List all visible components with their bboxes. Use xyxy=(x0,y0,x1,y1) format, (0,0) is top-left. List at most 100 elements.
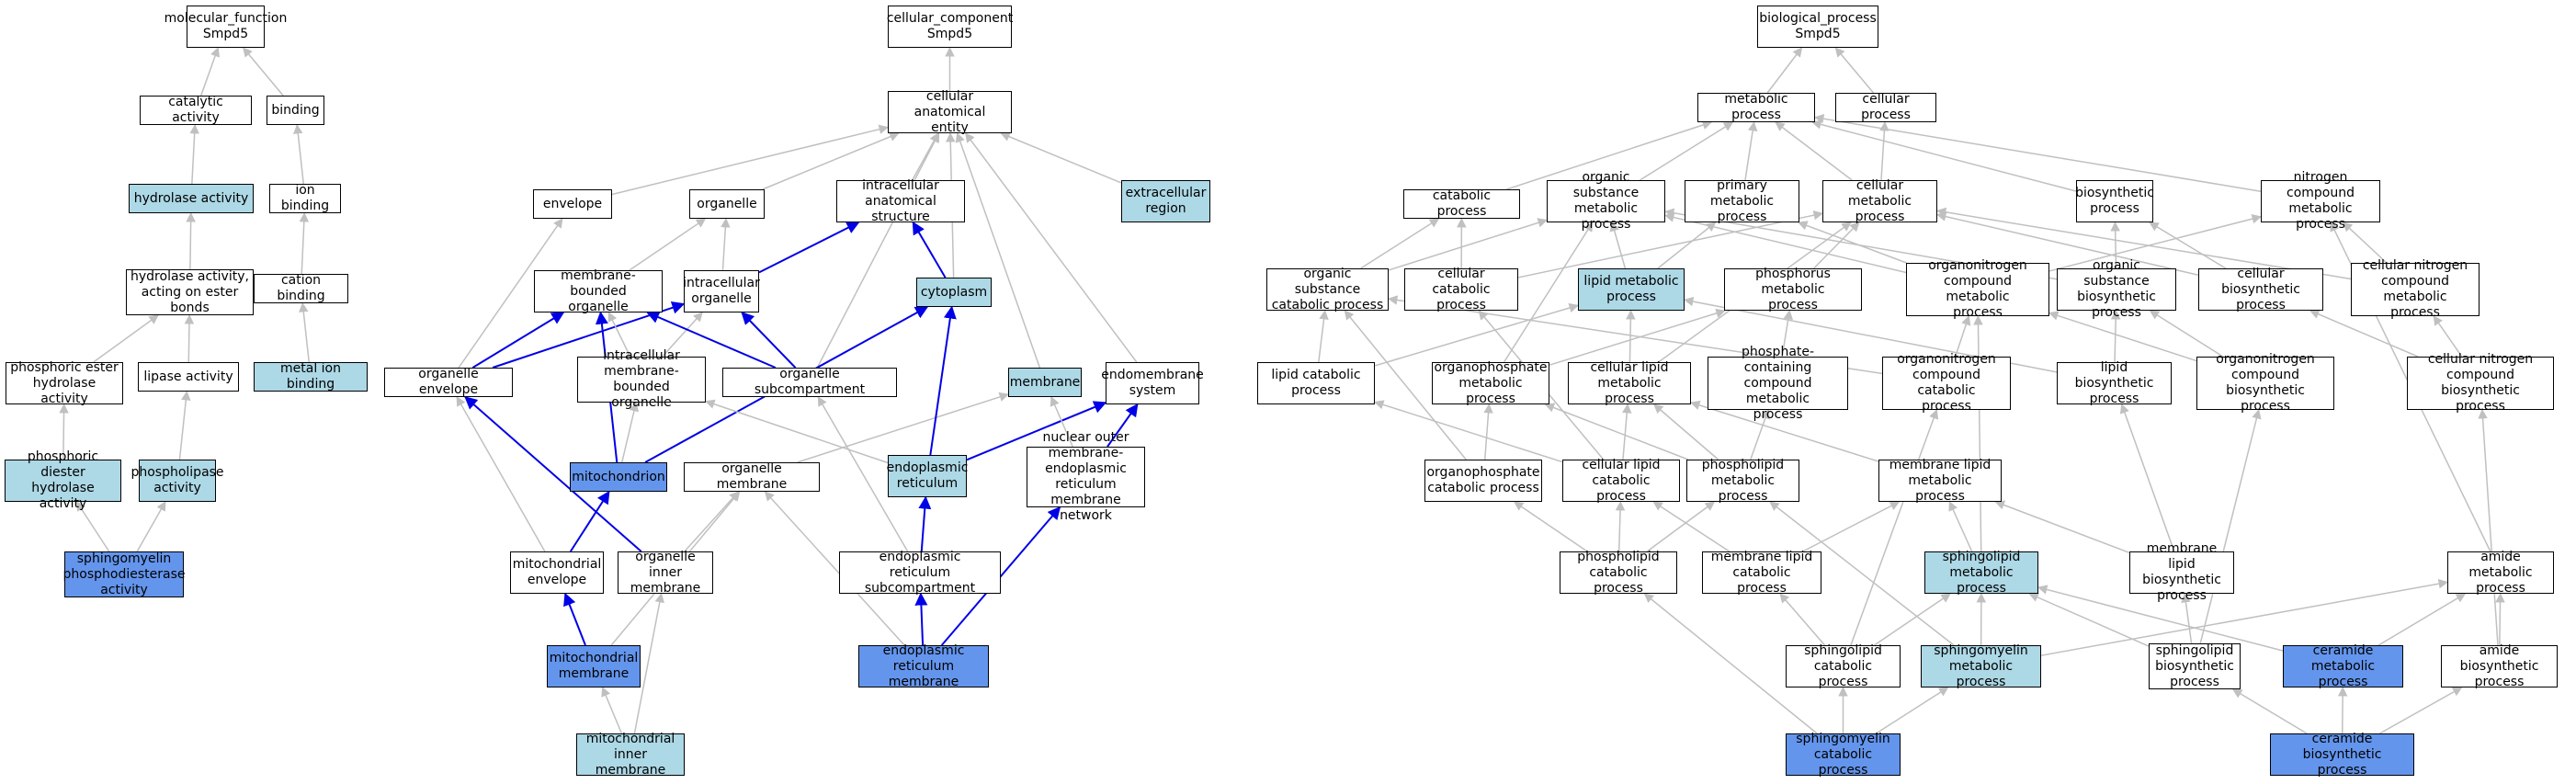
go-term-node: membrane xyxy=(1008,368,1082,397)
go-term-node: endomembrane system xyxy=(1101,362,1204,404)
is-a-edge xyxy=(2342,222,2388,264)
is-a-edge xyxy=(93,314,159,363)
go-term-node: organophosphate metabolic process xyxy=(1432,360,1549,406)
is-a-edge xyxy=(607,312,631,358)
go-term-node: cellular biosynthetic process xyxy=(2198,267,2323,312)
is-a-edge xyxy=(1657,222,1717,269)
go-term-node: ion binding xyxy=(269,183,341,213)
part-of-edge xyxy=(741,311,797,369)
part-of-edge xyxy=(758,222,860,274)
go-term-node: phosphoric ester hydrolase activity xyxy=(6,360,123,406)
is-a-edge xyxy=(1948,501,1973,552)
go-term-node: organelle subcompartment xyxy=(722,367,897,397)
is-a-edge xyxy=(601,687,623,734)
go-term-node: cellular metabolic process xyxy=(1822,178,1937,224)
is-a-edge xyxy=(1775,121,1853,181)
go-term-node: organelle inner membrane xyxy=(618,550,713,596)
go-term-node: phosphate-containing compound metabolic … xyxy=(1708,345,1848,422)
is-a-edge xyxy=(1517,210,1824,278)
is-a-edge xyxy=(1622,403,1632,460)
go-term-node: mitochondrial envelope xyxy=(510,551,604,594)
is-a-edge xyxy=(1879,120,1889,181)
is-a-edge xyxy=(243,47,284,97)
go-term-node: primary metabolic process xyxy=(1685,178,1799,224)
go-term-node: cellular process xyxy=(1835,92,1936,122)
go-term-node: phospholipid catabolic process xyxy=(1560,550,1677,596)
is-a-edge xyxy=(1344,310,1467,460)
go-term-node: intracellular anatomical structure xyxy=(836,178,965,224)
go-term-node: endoplasmic reticulum xyxy=(887,455,968,497)
go-term-node: phosphorus metabolic process xyxy=(1724,267,1862,312)
part-of-edge xyxy=(471,312,565,369)
go-term-node: phosphoric diester hydrolase activity xyxy=(5,449,121,511)
is-a-edge xyxy=(2199,408,2262,644)
go-term-node: amide metabolic process xyxy=(2447,550,2554,596)
go-term-node: membrane lipid biosynthetic process xyxy=(2129,541,2234,603)
is-a-edge xyxy=(1626,309,1636,363)
is-a-edge xyxy=(816,132,940,369)
is-a-edge xyxy=(293,123,304,185)
go-term-node: hydrolase activity, acting on ester bond… xyxy=(126,269,254,315)
go-term-node: organelle envelope xyxy=(384,367,513,397)
is-a-edge xyxy=(955,132,1041,369)
is-a-edge xyxy=(721,217,731,271)
go-term-node: cellular_component Smpd5 xyxy=(887,6,1013,48)
go-term-node: sphingolipid metabolic process xyxy=(1924,550,2038,596)
go-term-node: cellular catabolic process xyxy=(1404,267,1518,312)
go-term-node: cellular lipid metabolic process xyxy=(1568,360,1691,406)
go-term-node: organic substance metabolic process xyxy=(1547,170,1665,232)
go-term-node: intracellular organelle xyxy=(683,270,760,312)
is-a-edge xyxy=(1834,47,1875,94)
is-a-edge xyxy=(1935,207,2352,280)
is-a-edge xyxy=(1769,501,1955,646)
is-a-edge xyxy=(1513,501,1588,552)
is-a-edge xyxy=(1813,222,1860,269)
go-term-node: envelope xyxy=(533,189,612,219)
is-a-edge xyxy=(2231,688,2308,734)
go-term-node: mitochondrial membrane xyxy=(547,645,641,687)
is-a-edge xyxy=(1503,222,1594,363)
is-a-edge xyxy=(1954,315,1971,358)
go-term-node: sphingomyelin catabolic process xyxy=(1786,732,1901,778)
go-term-node: hydrolase activity xyxy=(129,184,254,213)
is-a-edge xyxy=(2040,578,2449,656)
go-term-node: organophosphate catabolic process xyxy=(1424,460,1542,502)
is-a-edge xyxy=(1876,687,1949,734)
is-a-edge xyxy=(1609,221,1627,269)
is-a-edge xyxy=(186,211,196,270)
go-term-node: cation binding xyxy=(254,273,348,303)
is-a-edge xyxy=(1000,131,1122,184)
go-term-node: endoplasmic reticulum membrane xyxy=(858,643,989,689)
part-of-edge xyxy=(918,495,932,552)
go-term-node: catabolic process xyxy=(1403,188,1520,219)
go-term-node: lipase activity xyxy=(138,362,239,392)
is-a-edge xyxy=(1802,501,1901,552)
go-term-node: endoplasmic reticulum subcompartment xyxy=(839,550,1001,596)
go-term-node: molecular_function Smpd5 xyxy=(165,6,287,48)
is-a-edge xyxy=(1652,501,1731,552)
is-a-edge xyxy=(1615,500,1626,552)
is-a-edge xyxy=(2181,592,2193,644)
go-term-node: metal ion binding xyxy=(254,361,368,392)
go-term-node: sphingolipid catabolic process xyxy=(1786,643,1901,689)
is-a-edge xyxy=(1506,119,1713,190)
go-term-node: organonitrogen compound metabolic proces… xyxy=(1906,258,2049,320)
is-a-edge xyxy=(1653,403,1719,460)
part-of-edge xyxy=(912,221,947,278)
is-a-edge xyxy=(2478,408,2499,646)
is-a-edge xyxy=(2495,592,2505,646)
is-a-edge xyxy=(965,132,1138,363)
is-a-edge xyxy=(1813,114,2262,192)
is-a-edge xyxy=(1549,308,1726,366)
is-a-edge xyxy=(2028,592,2150,647)
go-term-node: organic substance biosynthetic process xyxy=(2057,258,2176,320)
go-term-node: cellular nitrogen compound biosynthetic … xyxy=(2407,352,2554,414)
go-term-node: biological_process Smpd5 xyxy=(1757,6,1878,48)
go-term-node: biosynthetic process xyxy=(2075,180,2154,222)
is-a-edge xyxy=(1374,302,1580,367)
is-a-edge xyxy=(1779,593,1826,646)
is-a-edge xyxy=(1318,309,1329,363)
go-term-node: mitochondrial inner membrane xyxy=(576,732,685,778)
is-a-edge xyxy=(136,501,166,552)
